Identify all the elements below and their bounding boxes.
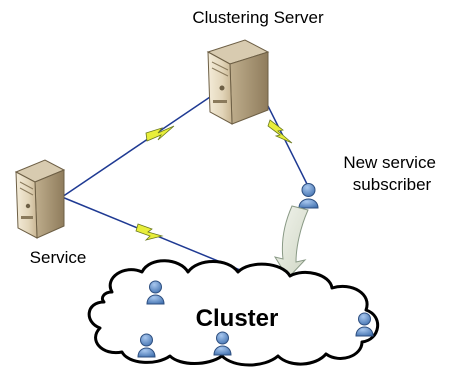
new-subscriber-label-line-1: New service [343,153,436,172]
join-arrow-icon [273,205,309,279]
network-links [61,69,309,271]
cluster-member-user-icon [146,280,165,305]
new-subscriber-label: New service subscriber [343,153,440,194]
service-label: Service [30,248,87,267]
clustering-server-label: Clustering Server [192,8,324,27]
clustering-server-icon [206,39,270,125]
lightning-icon [135,223,164,241]
lightning-icon [145,125,175,142]
new-subscriber-user-icon [298,183,319,209]
service-server-icon [14,159,66,239]
cluster-member-user-icon [137,333,156,358]
new-subscriber-label-line-2: subscriber [353,175,432,194]
lightning-icon [267,119,293,144]
cluster-member-user-icon [213,331,232,356]
cluster-member-user-icon [355,312,374,337]
cluster-label: Cluster [196,305,279,332]
